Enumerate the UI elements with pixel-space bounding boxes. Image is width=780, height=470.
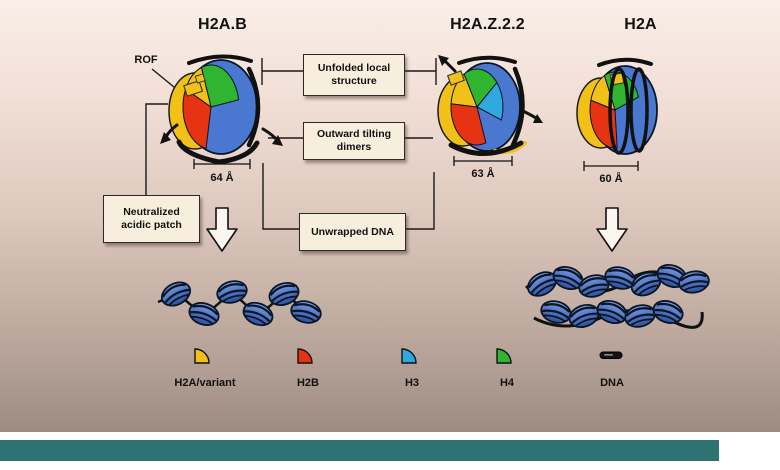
measure-line-h2a <box>583 161 639 171</box>
h2b-wedge-icon <box>297 348 313 364</box>
h2b-wedge <box>450 103 487 146</box>
tilt-arrow-right-head <box>272 135 283 146</box>
footer-bar <box>0 440 719 461</box>
callout-unfolded-local-structure: Unfolded local structure <box>303 54 405 96</box>
nucleosome-bead <box>649 296 687 328</box>
dna-ring-left <box>608 67 630 155</box>
legend-label: DNA <box>600 377 624 389</box>
h4-wedge <box>200 64 240 108</box>
h3-wedge-icon <box>401 348 417 364</box>
legend-item-h3: H3 <box>362 344 462 389</box>
measure-label-h2az22: 63 Å <box>471 168 495 180</box>
dna-top-arc <box>457 55 517 65</box>
tilt-arrow-upleft-head <box>438 55 449 66</box>
tilt-arrow-left-head <box>160 132 171 144</box>
down-arrow-h2a <box>596 207 628 252</box>
connector-unwrapped-left <box>262 163 300 230</box>
connector-acidic-patch <box>145 103 168 195</box>
legend-label: H3 <box>404 377 420 389</box>
rof-label: ROF <box>134 54 158 66</box>
dna-ring-right <box>629 67 649 153</box>
nucleosome-h2ab <box>160 54 283 165</box>
header-h2az22: H2A.Z.2.2 <box>450 16 525 33</box>
nucleosome-bead <box>156 276 196 312</box>
dna-segment-icon <box>599 351 623 359</box>
legend-item-h4: H4 <box>457 344 557 389</box>
h2b-wedge <box>182 88 212 150</box>
tilt-arrow-right <box>261 127 279 142</box>
rof-tab <box>183 80 204 97</box>
callout-unwrapped-dna: Unwrapped DNA <box>299 213 406 251</box>
rof-tab-small <box>194 73 206 84</box>
nucleosome-bead <box>593 295 631 329</box>
nucleosome-h2az22 <box>437 55 543 156</box>
measure-line-h2ab <box>193 159 251 169</box>
connector-unwrapped-right <box>396 172 435 230</box>
callout-neutralized-acidic-patch: Neutralized acidic patch <box>103 195 200 243</box>
dna-top-arc <box>187 54 253 65</box>
legend-label: H2A/variant <box>174 377 236 389</box>
callout-outward-tilting-dimers: Outward tilting dimers <box>303 122 405 160</box>
dna-bottom-arc <box>176 139 260 165</box>
legend-label: H4 <box>499 377 515 389</box>
nucleosome-bead <box>185 298 223 330</box>
connector-unfolded-left <box>261 58 303 85</box>
rof-tab <box>446 70 466 86</box>
nucleosome-bead <box>621 300 659 332</box>
legend-item-dna: DNA <box>562 344 662 389</box>
tilt-arrow-right <box>521 109 538 120</box>
dna-right-arc <box>246 66 261 148</box>
h4-wedge <box>463 68 498 108</box>
tilt-arrow-right-head <box>533 114 543 123</box>
chromatin-compact-fiber <box>522 259 712 333</box>
h4-wedge-icon <box>496 348 512 364</box>
h2a-variant-wedge-icon <box>194 348 210 364</box>
measure-label-h2a: 60 Å <box>599 173 623 185</box>
chromatin-open-fiber <box>156 276 325 331</box>
header-h2ab: H2A.B <box>197 16 247 33</box>
measure-line-h2az22 <box>453 156 513 166</box>
dna-bottom-arc <box>448 140 524 156</box>
dna-top-arc <box>597 57 653 67</box>
legend-item-h2a-variant: H2A/variant <box>155 344 255 389</box>
measure-label-h2ab: 64 Å <box>210 172 234 184</box>
nucleosome-h2a <box>576 57 658 155</box>
tilt-arrow-upleft <box>443 59 457 73</box>
dna-right-arc <box>510 66 525 148</box>
legend-label: H2B <box>296 377 319 389</box>
header-h2a: H2A <box>624 16 657 33</box>
down-arrow-h2ab <box>206 207 238 252</box>
h3-wedge <box>476 81 504 121</box>
legend-item-h2b: H2B <box>258 344 358 389</box>
